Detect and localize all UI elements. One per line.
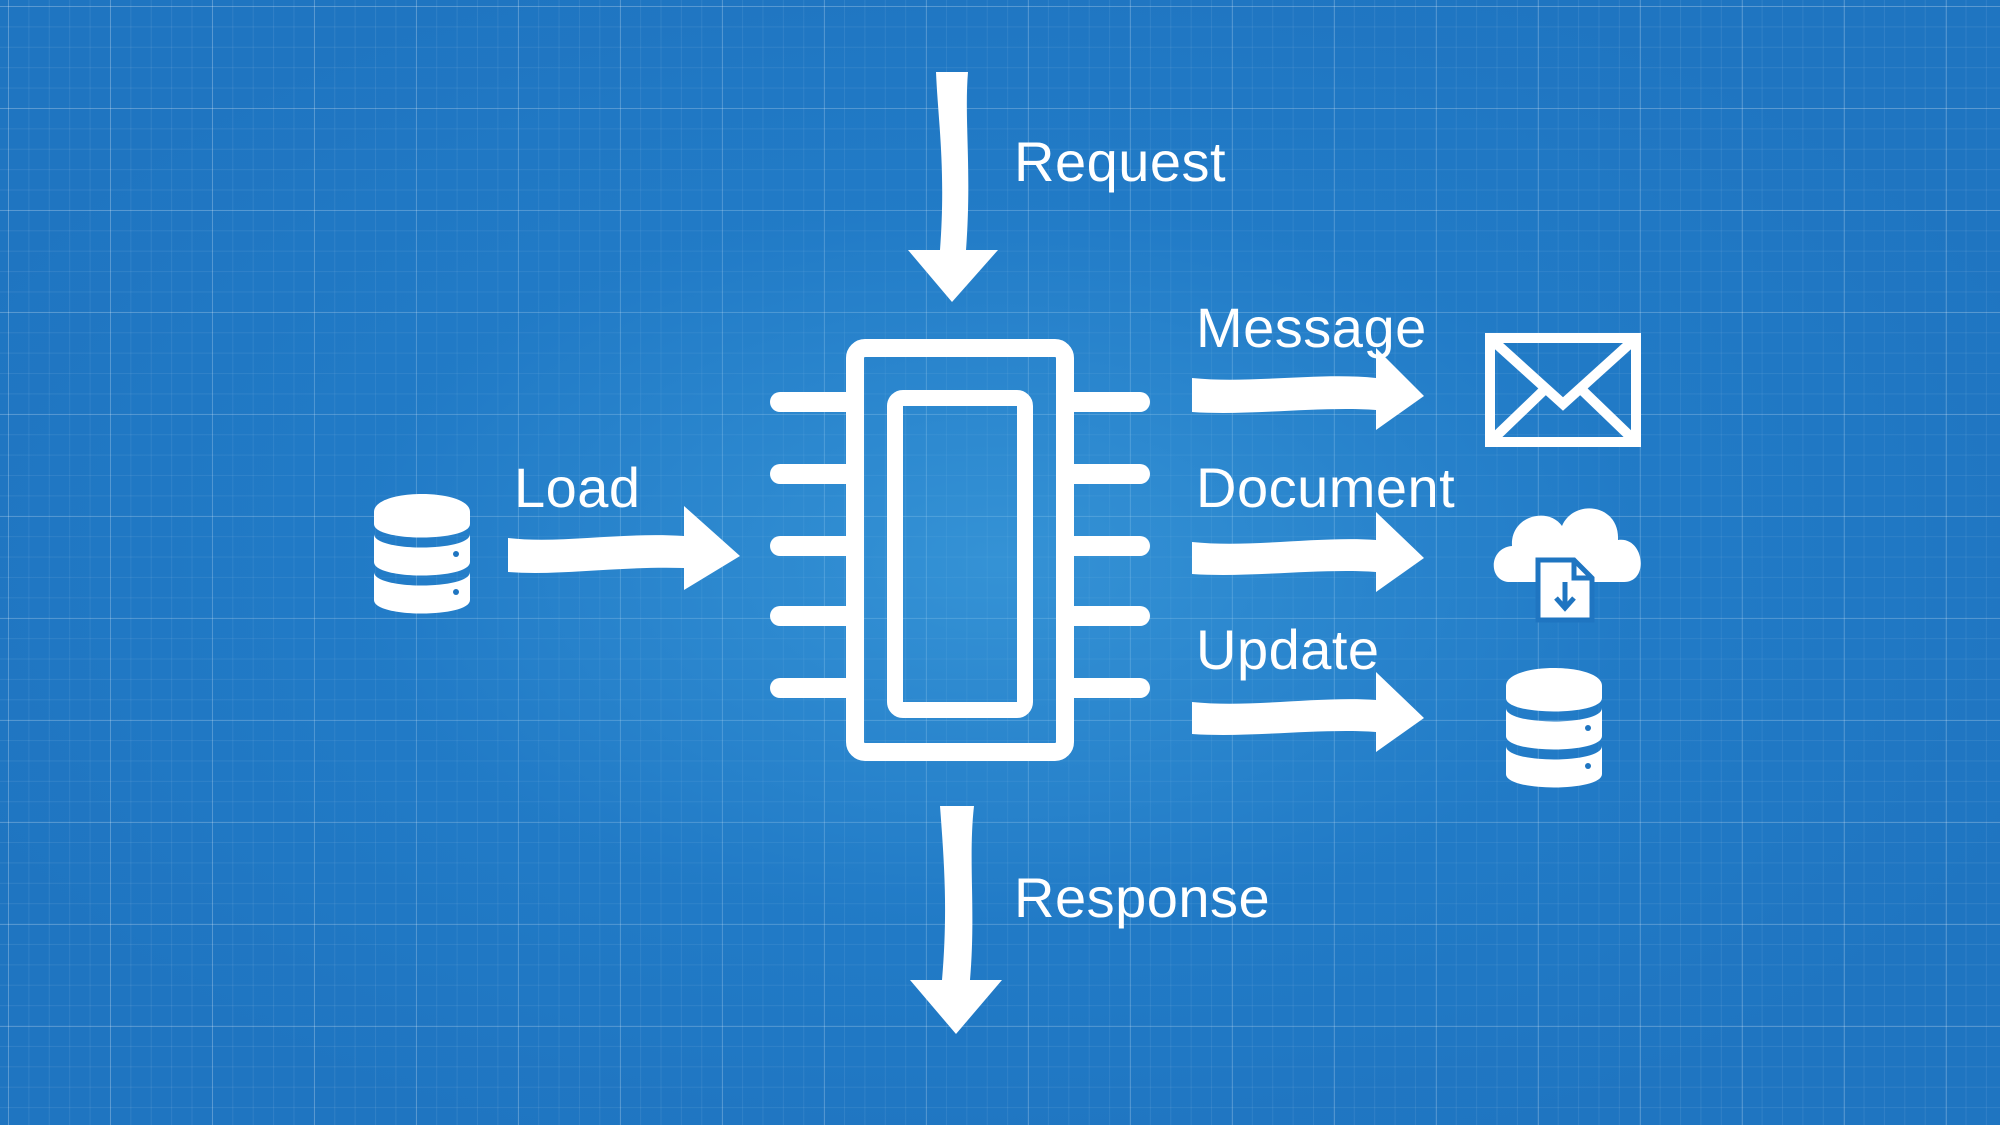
- request-label: Request: [1014, 130, 1227, 193]
- cloud-document-download-icon: [1493, 508, 1641, 623]
- source-database-icon: [374, 494, 470, 614]
- update-label: Update: [1196, 618, 1380, 681]
- update-arrow: [1192, 672, 1424, 752]
- document-arrow: [1192, 512, 1424, 592]
- envelope-icon: [1485, 333, 1641, 447]
- message-arrow: [1192, 348, 1424, 430]
- message-label: Message: [1196, 296, 1427, 359]
- load-arrow: [508, 506, 740, 590]
- load-label: Load: [514, 456, 641, 519]
- request-arrow: [908, 72, 998, 302]
- document-label: Document: [1196, 456, 1456, 519]
- target-database-icon: [1506, 668, 1602, 788]
- chip-icon: [770, 339, 1150, 761]
- response-label: Response: [1014, 866, 1271, 929]
- response-arrow: [910, 806, 1002, 1034]
